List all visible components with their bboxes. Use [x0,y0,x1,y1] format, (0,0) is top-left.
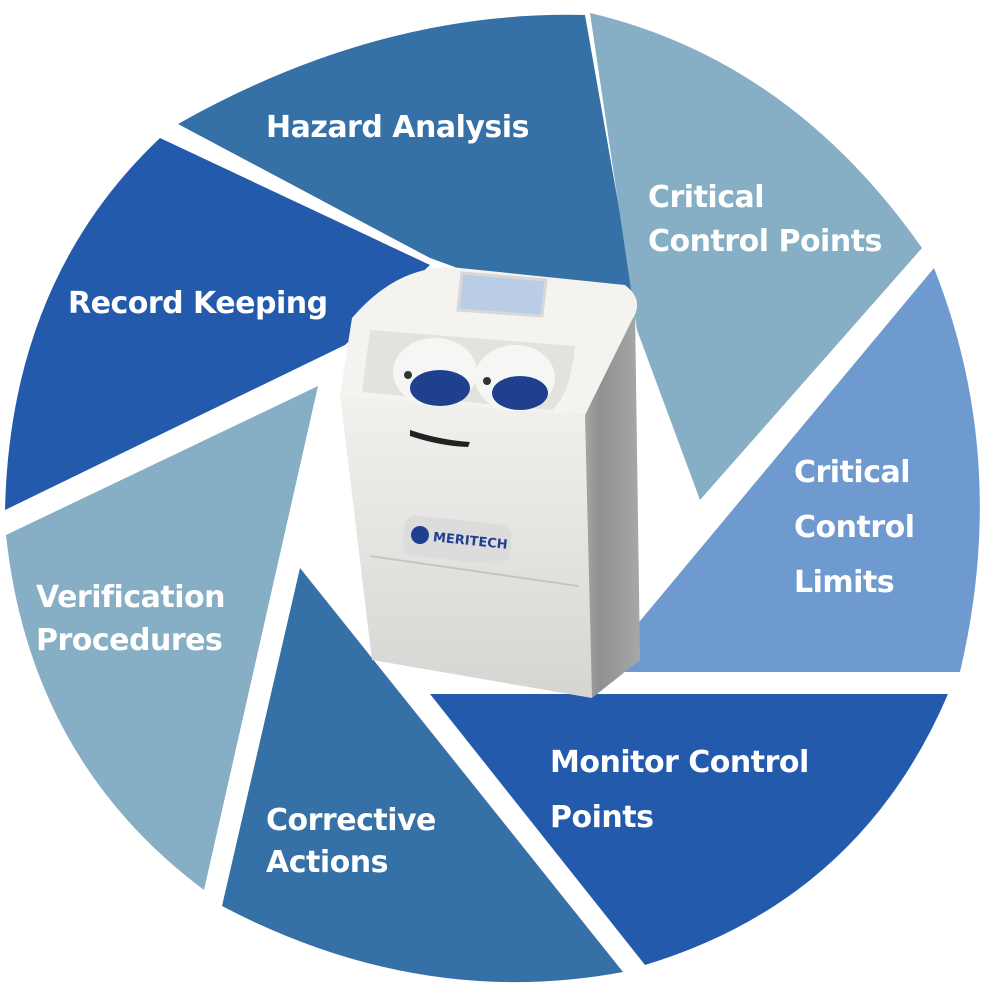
segment-record-keeping: Record Keeping [5,138,430,510]
label-corrective-actions: Corrective Actions [266,803,446,880]
label-record-keeping: Record Keeping [68,286,328,321]
product-hand-wash-station: MERITECH [340,267,640,698]
segment-hazard-analysis: Hazard Analysis [178,14,637,320]
label-critical-control-points: Critical Control Points [648,180,882,259]
meritech-logo-icon [411,526,429,544]
segment-monitor-control-points: Monitor Control Points [430,694,948,965]
label-hazard-analysis: Hazard Analysis [266,110,529,145]
label-verification-procedures: Verification Procedures [36,580,235,658]
brand-plate: MERITECH [402,515,512,565]
segment-critical-control-points: Critical Control Points [590,13,922,500]
segment-verification-procedures: Verification Procedures [6,386,318,890]
panel-seam [369,555,579,587]
segment-critical-control-limits: Critical Control Limits [610,268,980,672]
right-bowl-drum [492,376,548,410]
left-bowl-sensor-icon [404,371,412,379]
right-bowl-sensor-icon [483,377,491,385]
touch-screen [456,271,548,318]
label-monitor-control-points: Monitor Control Points [550,745,819,835]
label-critical-control-limits: Critical Control Limits [794,455,924,600]
segment-corrective-actions: Corrective Actions [222,568,623,983]
left-bowl-drum [410,370,470,406]
dispenser-slot [410,430,470,447]
